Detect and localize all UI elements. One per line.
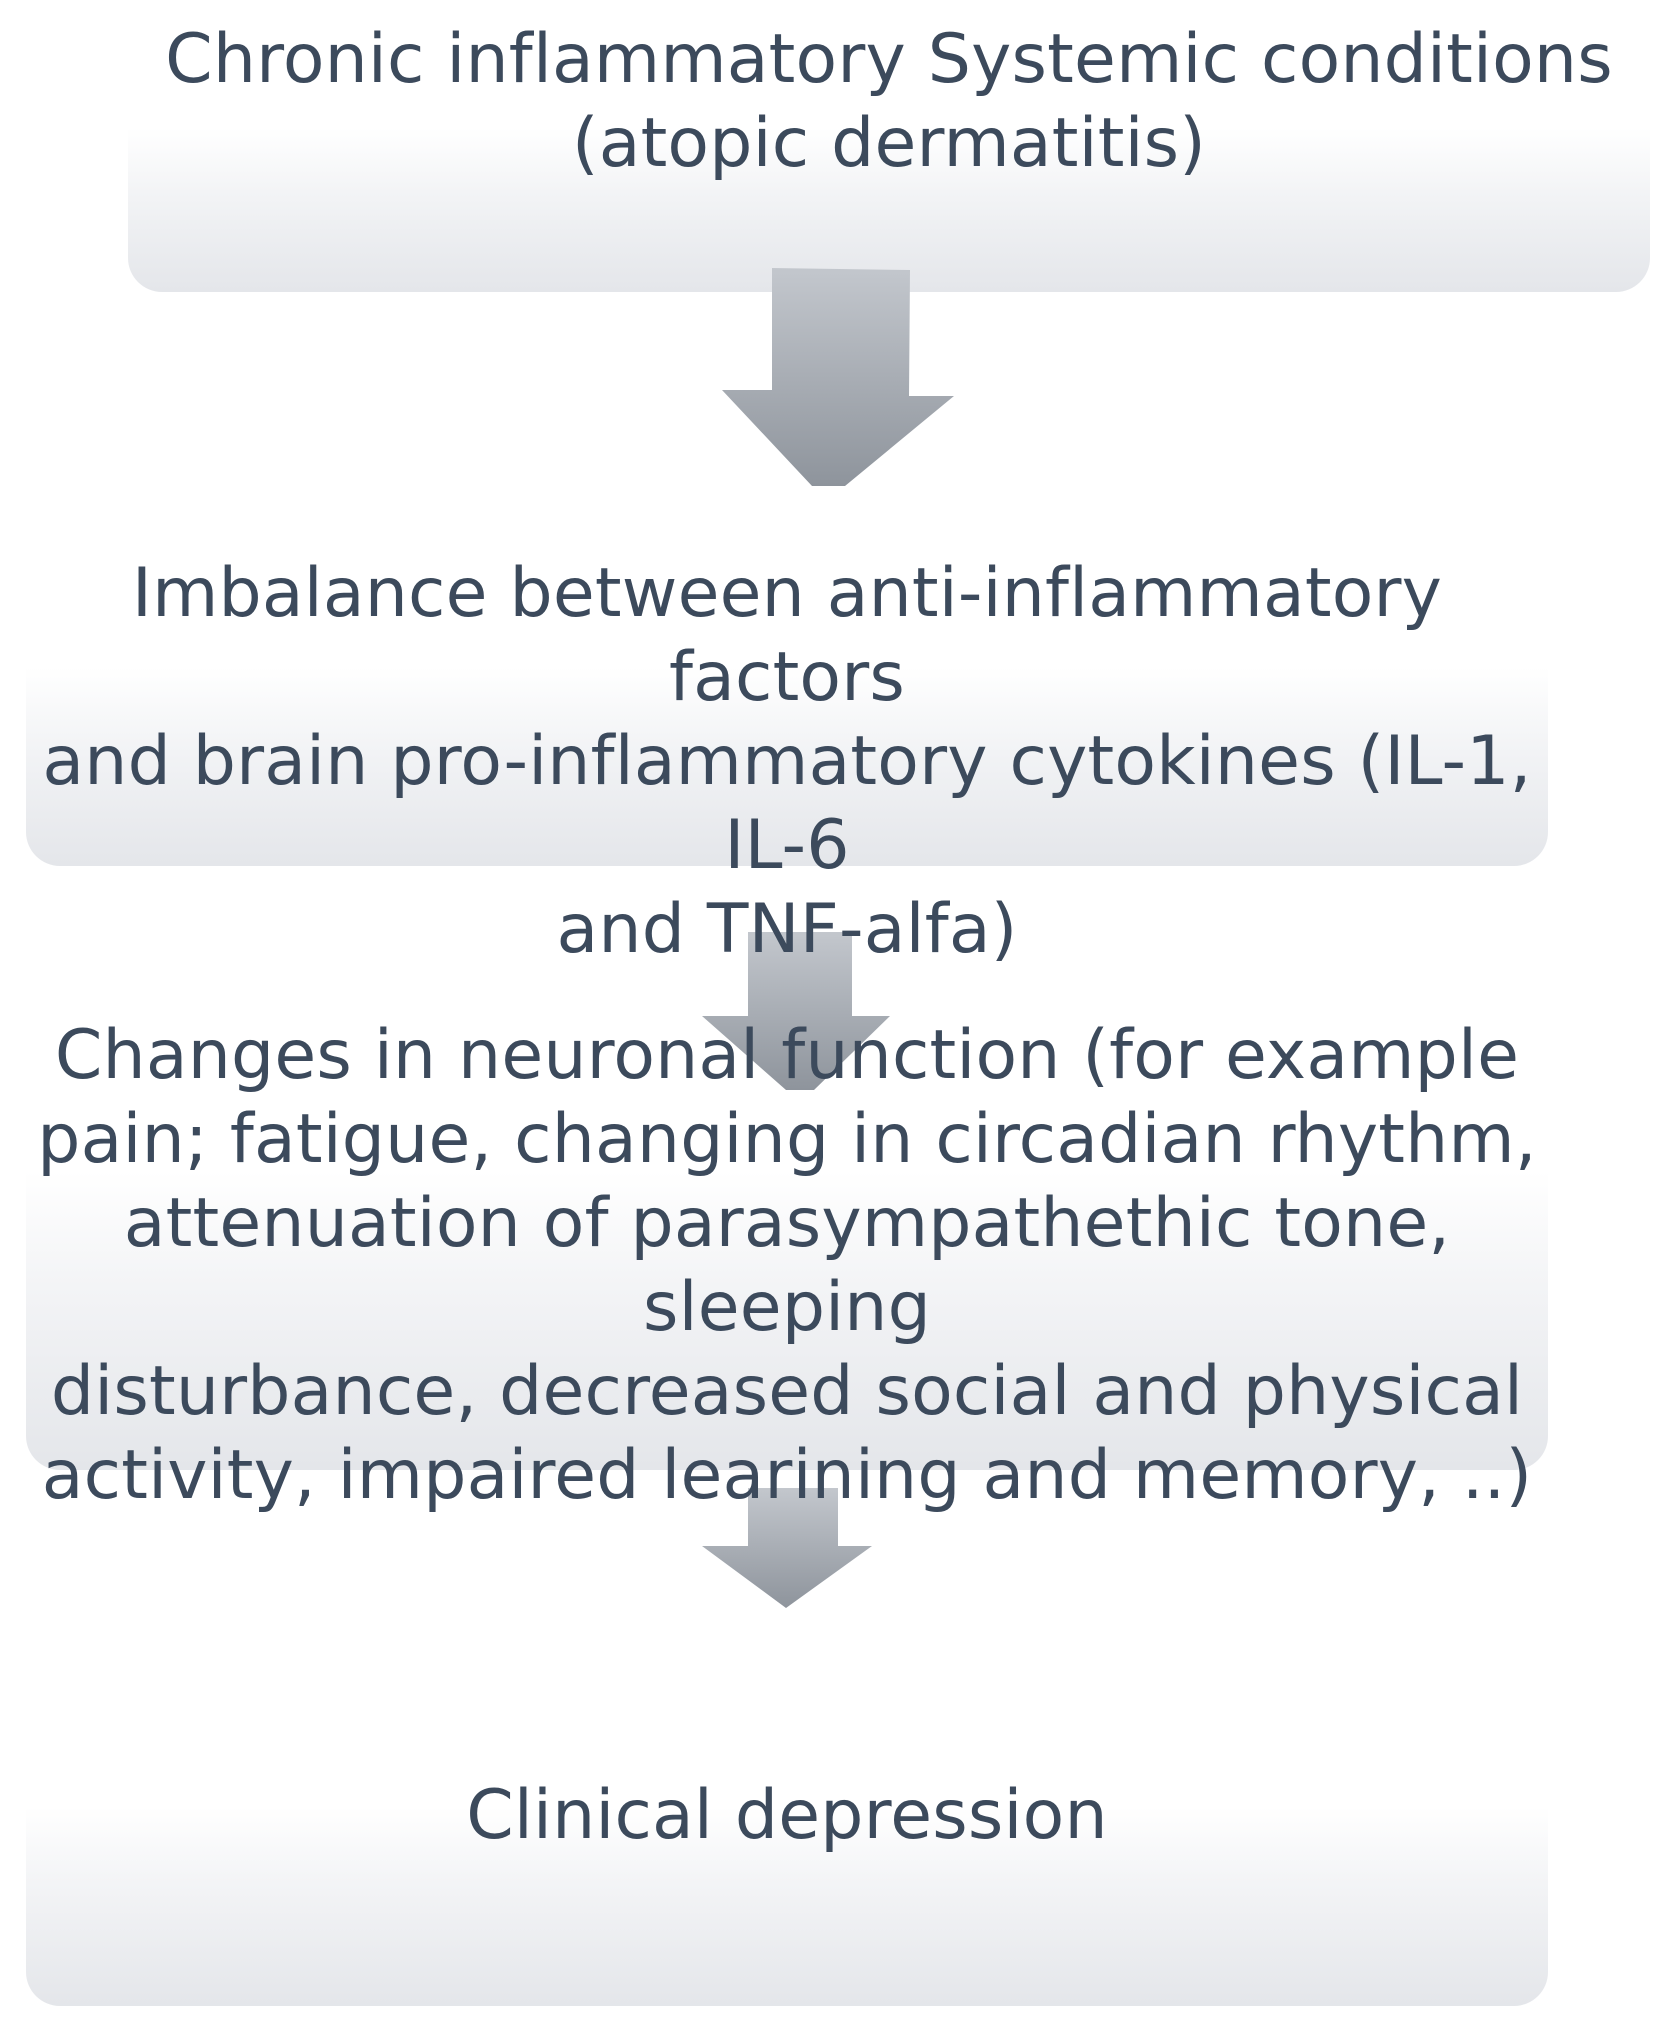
down-arrow-1 <box>720 268 956 486</box>
cause-label-line: Chronic inflammatory Systemic conditions <box>165 20 1613 99</box>
neuronal-changes-label-line: attenuation of parasympathethic tone, sl… <box>123 1184 1451 1347</box>
down-arrow-3 <box>700 1488 874 1608</box>
outcome-box <box>26 1700 1548 2006</box>
neuronal-changes-label-line: disturbance, decreased social and physic… <box>50 1352 1524 1431</box>
neuronal-changes-label: Changes in neuronal function (for exampl… <box>26 1014 1548 1518</box>
neuronal-changes-label-line: activity, impaired learining and memory,… <box>41 1436 1533 1515</box>
cause-label: Chronic inflammatory Systemic conditions… <box>128 18 1650 186</box>
neuronal-changes-label-line: Changes in neuronal function (for exampl… <box>54 1016 1520 1095</box>
cause-box <box>128 40 1650 292</box>
imbalance-label-line: and TNF-alfa) <box>556 890 1018 969</box>
down-arrow-2 <box>700 932 892 1090</box>
imbalance-box <box>26 560 1548 866</box>
imbalance-label-line: Imbalance between anti-inflammatory fact… <box>131 554 1443 717</box>
cause-label-line: (atopic dermatitis) <box>571 104 1207 183</box>
outcome-label-line: Clinical depression <box>466 1776 1108 1855</box>
imbalance-label: Imbalance between anti-inflammatory fact… <box>26 552 1548 972</box>
neuronal-changes-label-line: pain; fatigue, changing in circadian rhy… <box>37 1100 1537 1179</box>
imbalance-label-line: and brain pro-inflammatory cytokines (IL… <box>42 722 1532 885</box>
outcome-label: Clinical depression <box>26 1774 1548 1858</box>
